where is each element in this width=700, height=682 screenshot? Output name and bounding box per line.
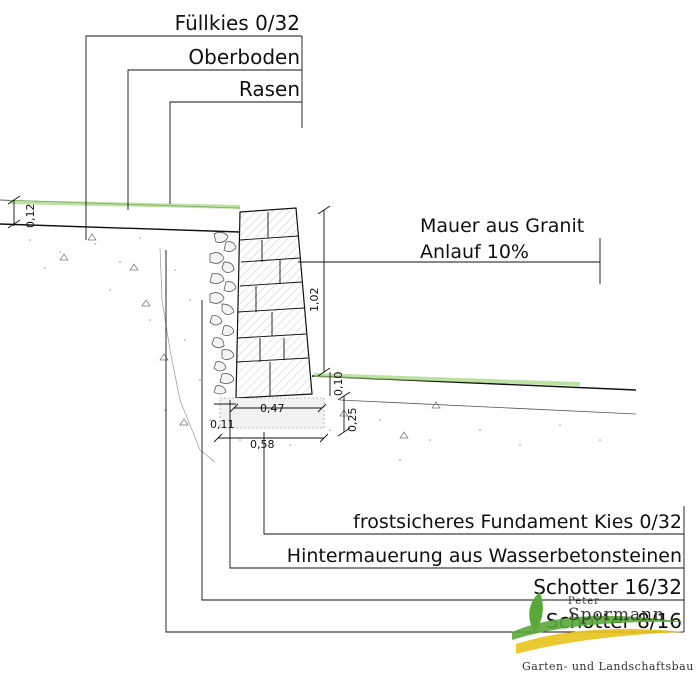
logo-line1: Peter [568, 596, 600, 607]
dim-0-25: 0,25 [346, 408, 359, 433]
wall-joints [236, 212, 309, 396]
foundation [219, 397, 325, 429]
ground [0, 199, 637, 463]
label-rasen: Rasen [239, 77, 300, 101]
dim-0-10: 0,10 [332, 372, 345, 397]
label-fuellkies: Füllkies 0/32 [175, 11, 300, 35]
grass-lower [313, 373, 581, 386]
dim-0-58: 0,58 [250, 438, 275, 451]
label-schotter-16-32: Schotter 16/32 [533, 575, 682, 599]
logo-tagline: Garten- und Landschaftsbau [522, 660, 694, 673]
grass-upper [9, 200, 241, 209]
dim-1-02: 1,02 [308, 288, 321, 313]
logo-line2: Spormann [568, 605, 665, 625]
excavation-outline [159, 247, 216, 463]
dim-0-12: 0,12 [24, 204, 37, 229]
foundation-block [219, 397, 325, 429]
logo-swoosh-yellow [516, 628, 684, 654]
label-oberboden: Oberboden [188, 45, 300, 69]
logo-swoosh-green [512, 615, 684, 640]
logo-leaf-icon [529, 592, 543, 632]
lower-terrain-bottom [339, 399, 637, 415]
leader-lines-top [85, 35, 601, 284]
dimension-lines [7, 195, 351, 443]
dim-0-11: 0,11 [210, 418, 235, 431]
dimension-texts: 0,12 1,02 0,10 0,25 0,47 0,11 0,58 [24, 204, 359, 452]
label-anlauf: Anlauf 10% [420, 241, 529, 263]
soil-texture [29, 237, 601, 461]
wall-body [235, 207, 313, 399]
dim-0-47: 0,47 [260, 402, 285, 415]
upper-terrain-line [0, 223, 241, 233]
granite-wall [235, 207, 313, 399]
label-mauer: Mauer aus Granit [420, 215, 584, 237]
label-hintermauerung: Hintermauerung aus Wasserbetonsteinen [287, 545, 682, 567]
leader-lines-bottom [165, 250, 685, 633]
company-logo: Peter Spormann Garten- und Landschaftsba… [512, 592, 694, 673]
backfill-stones [209, 232, 237, 395]
label-fundament: frostsicheres Fundament Kies 0/32 [353, 511, 682, 533]
